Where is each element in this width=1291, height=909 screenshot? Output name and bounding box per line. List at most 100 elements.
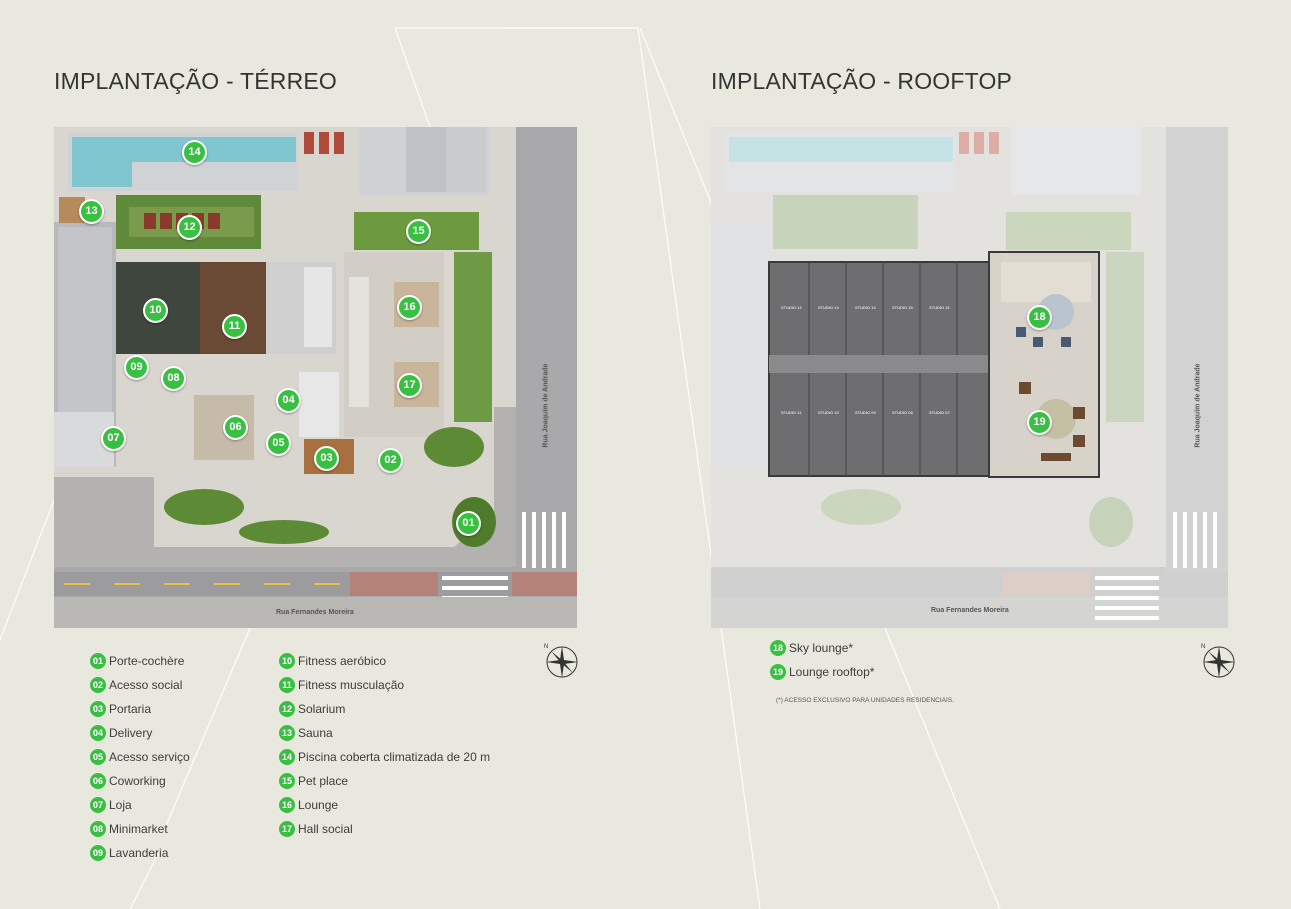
legend-label: Loja (109, 798, 132, 812)
marker-16: 16 (397, 295, 422, 320)
marker-08: 08 (161, 366, 186, 391)
marker-05: 05 (266, 431, 291, 456)
street-label-side: Rua Joaquim de Andrade (1194, 363, 1202, 448)
marker-17: 17 (397, 373, 422, 398)
legend-label: Piscina coberta climatizada de 20 m (298, 750, 491, 764)
marker-04: 04 (276, 388, 301, 413)
compass-north-icon: N (544, 644, 578, 678)
legend-label: Pet place (298, 774, 349, 788)
studio-label: STUDIO 10 (818, 410, 839, 415)
studio-label: STUDIO 09 (855, 410, 876, 415)
compass-north-icon: N (1201, 644, 1235, 678)
legend-number-badge: 14 (279, 749, 295, 765)
legend-label: Acesso social (109, 678, 183, 692)
marker-12: 12 (177, 215, 202, 240)
legend-number-badge: 13 (279, 725, 295, 741)
studio-label: STUDIO 14 (855, 305, 876, 310)
legend-number-badge: 01 (90, 653, 106, 669)
legend-number-badge: 17 (279, 821, 295, 837)
studio-label: STUDIO 12 (781, 305, 802, 310)
marker-07: 07 (101, 426, 126, 451)
page-title-terreo: IMPLANTAÇÃO - TÉRREO (54, 68, 338, 94)
legend-number-badge: 19 (770, 664, 786, 680)
legend-label: Coworking (109, 774, 166, 788)
legend-label: Lavanderia (109, 846, 169, 860)
marker-01: 01 (456, 511, 481, 536)
legend-number-badge: 12 (279, 701, 295, 717)
legend-number-badge: 16 (279, 797, 295, 813)
legend-number-badge: 02 (90, 677, 106, 693)
studio-label: STUDIO 13 (818, 305, 839, 310)
legend-number-badge: 08 (90, 821, 106, 837)
legend-number-badge: 10 (279, 653, 295, 669)
studio-label: STUDIO 11 (781, 410, 802, 415)
legend-label: Portaria (109, 702, 152, 716)
legend-number-badge: 05 (90, 749, 106, 765)
legend-number-badge: 18 (770, 640, 786, 656)
legend-label: Fitness aeróbico (298, 654, 387, 668)
floor-plan-terreo: Rua Fernandes Moreira Rua Joaquim de And… (54, 127, 577, 628)
street-label-bottom: Rua Fernandes Moreira (276, 609, 354, 616)
studio-label: STUDIO 08 (892, 410, 913, 415)
legend-label: Porte-cochère (109, 654, 185, 668)
marker-11: 11 (222, 314, 247, 339)
legend-label: Acesso serviço (109, 750, 190, 764)
marker-09: 09 (124, 355, 149, 380)
legend-label: Delivery (109, 726, 153, 740)
legend-label: Solarium (298, 702, 346, 716)
legend-number-badge: 04 (90, 725, 106, 741)
legend-label: Sky lounge* (789, 641, 854, 655)
marker-10: 10 (143, 298, 168, 323)
legend-label: Sauna (298, 726, 333, 740)
legend-number-badge: 07 (90, 797, 106, 813)
legend-number-badge: 03 (90, 701, 106, 717)
legend-number-badge: 09 (90, 845, 106, 861)
marker-06: 06 (223, 415, 248, 440)
legend-label: Minimarket (109, 822, 168, 836)
marker-14: 14 (182, 140, 207, 165)
page-title-rooftop: IMPLANTAÇÃO - ROOFTOP (711, 68, 1013, 94)
street-label-bottom: Rua Fernandes Moreira (931, 607, 1009, 614)
marker-19: 19 (1027, 410, 1052, 435)
footnote: (*) ACESSO EXCLUSIVO PARA UNIDADES RESID… (776, 697, 954, 704)
legend-number-badge: 11 (279, 677, 295, 693)
floor-plan-rooftop: STUDIO 12 STUDIO 13 STUDIO 14 STUDIO 15 … (711, 127, 1228, 628)
studio-label: STUDIO 15 (892, 305, 913, 310)
legend-label: Hall social (298, 822, 353, 836)
street-label-side: Rua Joaquim de Andrade (542, 363, 550, 448)
legend-label: Lounge (298, 798, 339, 812)
marker-18: 18 (1027, 305, 1052, 330)
legend-label: Fitness musculação (298, 678, 405, 692)
studio-label: STUDIO 07 (929, 410, 950, 415)
marker-02: 02 (378, 448, 403, 473)
marker-13: 13 (79, 199, 104, 224)
floor-plan-rooftop-drawing (711, 127, 1228, 628)
marker-03: 03 (314, 446, 339, 471)
studio-label: STUDIO 16 (929, 305, 950, 310)
compass-label: N (1201, 644, 1205, 650)
marker-15: 15 (406, 219, 431, 244)
compass-label: N (544, 644, 548, 650)
floor-plan-terreo-drawing (54, 127, 577, 628)
